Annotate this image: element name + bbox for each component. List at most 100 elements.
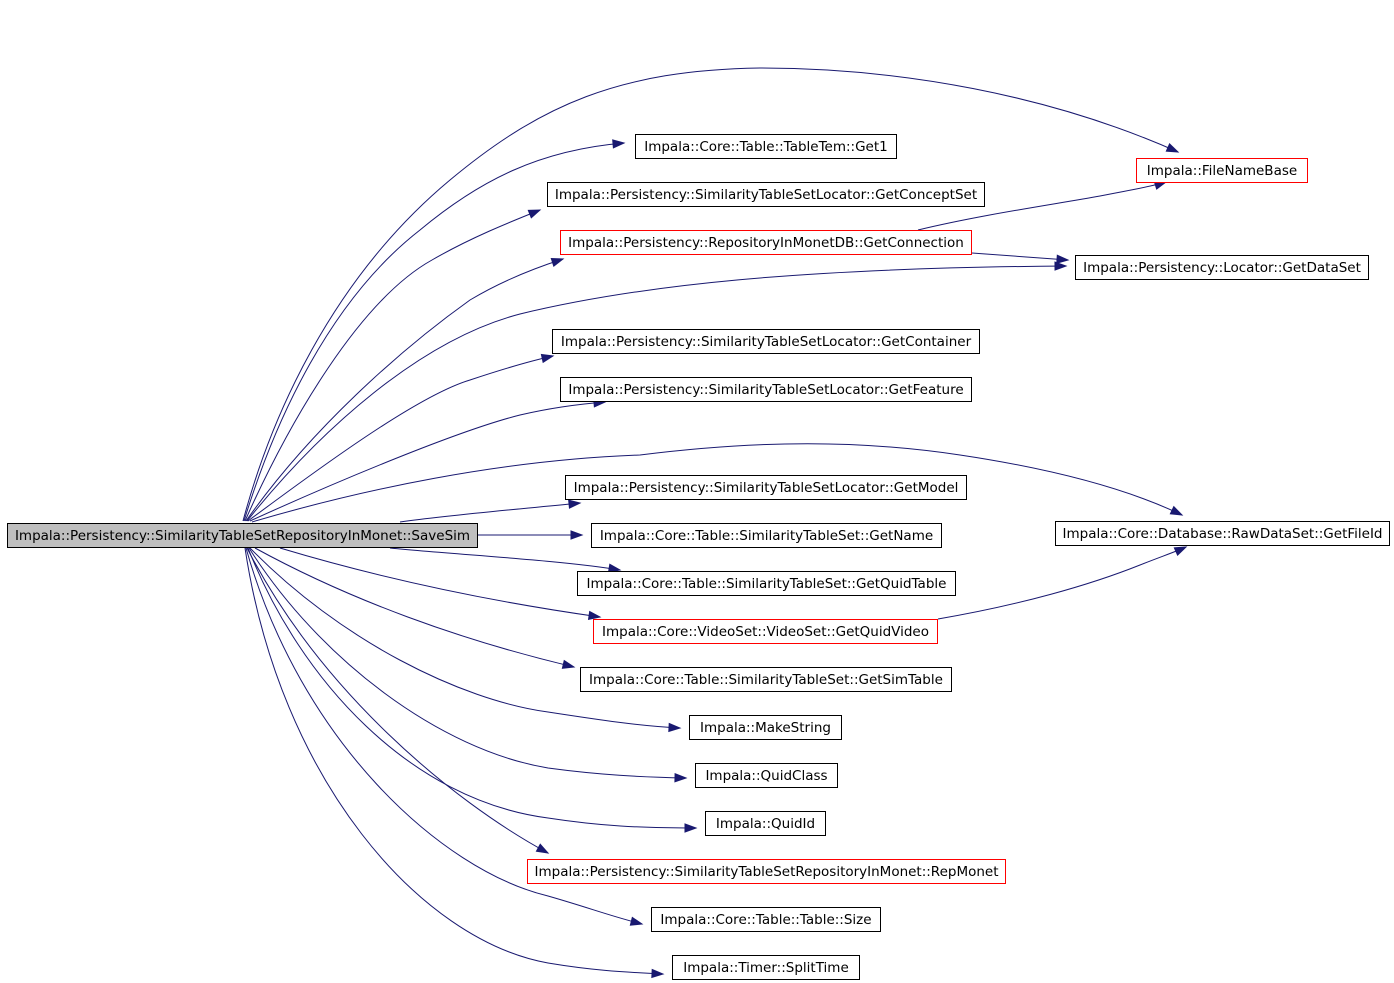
node-getquidtable[interactable]: Impala::Core::Table::SimilarityTableSet:…: [577, 571, 956, 596]
edge-arrowhead: [570, 530, 584, 540]
node-getconnection[interactable]: Impala::Persistency::RepositoryInMonetDB…: [560, 230, 972, 255]
node-getfileid[interactable]: Impala::Core::Database::RawDataSet::GetF…: [1055, 521, 1390, 546]
node-getquidvideo[interactable]: Impala::Core::VideoSet::VideoSet::GetQui…: [593, 619, 938, 644]
edge-arrowhead: [668, 722, 682, 733]
node-box: [1136, 158, 1308, 183]
edge-line: [242, 67, 1179, 522]
edge-line: [917, 181, 1167, 231]
node-getmodel[interactable]: Impala::Persistency::SimilarityTableSetL…: [565, 475, 967, 500]
node-box: [705, 811, 826, 836]
node-label: Impala::FileNameBase: [1147, 163, 1297, 179]
node-box: [672, 955, 860, 980]
call-edges: [242, 67, 1188, 979]
node-box: [7, 523, 478, 548]
edge-arrowhead: [1165, 143, 1180, 153]
edge-line: [937, 546, 1187, 620]
edge-savesim-to-getconnection: [245, 258, 565, 522]
node-label: Impala::Persistency::SimilarityTableSetR…: [15, 528, 470, 544]
edge-getconnection-to-getdataset: [971, 252, 1070, 264]
node-label: Impala::Core::Table::SimilarityTableSet:…: [600, 528, 933, 544]
node-box: [591, 523, 942, 548]
edge-line: [246, 547, 549, 854]
edge-savesim-to-getdataset: [246, 261, 1068, 522]
node-box: [560, 230, 972, 255]
edge-line: [247, 355, 554, 522]
edge-line: [249, 401, 606, 522]
node-box: [560, 377, 972, 402]
edge-line: [254, 547, 575, 668]
node-quidclass[interactable]: Impala::QuidClass: [695, 763, 838, 788]
edge-arrowhead: [527, 209, 542, 219]
edge-line: [244, 547, 664, 975]
node-box: [695, 763, 838, 788]
edge-savesim-to-getconceptset: [244, 209, 542, 522]
edge-savesim-to-getmodel: [399, 499, 582, 523]
node-getcontainer[interactable]: Impala::Persistency::SimilarityTableSetL…: [552, 329, 980, 354]
edge-savesim-to-splittime: [244, 547, 665, 979]
node-getsimtable[interactable]: Impala::Core::Table::SimilarityTableSet:…: [580, 667, 952, 692]
edge-line: [246, 265, 1067, 522]
edge-arrowhead: [1173, 546, 1188, 556]
call-nodes: Impala::Persistency::SimilarityTableSetR…: [7, 134, 1390, 980]
node-label: Impala::Persistency::SimilarityTableSetL…: [568, 382, 963, 398]
node-label: Impala::Timer::SplitTime: [683, 960, 849, 976]
node-getname[interactable]: Impala::Core::Table::SimilarityTableSet:…: [591, 523, 942, 548]
edge-arrowhead: [587, 610, 602, 621]
node-makestring[interactable]: Impala::MakeString: [689, 715, 842, 740]
edge-savesim-to-makestring: [249, 547, 682, 733]
edge-line: [399, 502, 581, 523]
node-getconceptset[interactable]: Impala::Persistency::SimilarityTableSetL…: [547, 182, 985, 207]
edge-arrowhead: [568, 499, 582, 509]
node-quidid[interactable]: Impala::QuidId: [705, 811, 826, 836]
edge-savesim-to-getquidtable: [389, 547, 622, 573]
node-label: Impala::Core::Table::TableTem::Get1: [644, 139, 888, 155]
node-getdataset[interactable]: Impala::Persistency::Locator::GetDataSet: [1075, 255, 1369, 280]
edge-line: [243, 142, 625, 522]
node-box: [1055, 521, 1390, 546]
edge-line: [279, 547, 601, 618]
edge-line: [971, 252, 1069, 261]
edge-line: [245, 258, 564, 522]
node-getfeature[interactable]: Impala::Persistency::SimilarityTableSetL…: [560, 377, 972, 402]
edge-savesim-to-getfeature: [249, 398, 607, 522]
node-savesim: Impala::Persistency::SimilarityTableSetR…: [7, 523, 478, 548]
edge-line: [244, 209, 541, 522]
node-repmonet[interactable]: Impala::Persistency::SimilarityTableSetR…: [527, 859, 1006, 884]
node-label: Impala::Core::VideoSet::VideoSet::GetQui…: [602, 624, 929, 640]
node-box: [593, 619, 938, 644]
node-size[interactable]: Impala::Core::Table::Table::Size: [651, 907, 881, 932]
edge-savesim-to-getsimtable: [254, 547, 576, 669]
edge-line: [247, 547, 697, 829]
node-label: Impala::QuidId: [716, 816, 815, 832]
node-filenamebase[interactable]: Impala::FileNameBase: [1136, 158, 1308, 183]
node-label: Impala::MakeString: [700, 720, 831, 736]
edge-arrowhead: [1054, 261, 1068, 271]
edge-line: [251, 443, 1183, 523]
edge-arrowhead: [674, 773, 688, 783]
node-splittime[interactable]: Impala::Timer::SplitTime: [672, 955, 860, 980]
node-box: [577, 571, 956, 596]
node-box: [689, 715, 842, 740]
edge-savesim-to-quidclass: [248, 547, 688, 783]
edge-line: [249, 547, 681, 729]
edge-line: [245, 547, 643, 925]
edge-arrowhead: [540, 353, 555, 364]
edge-arrowhead: [550, 258, 565, 268]
node-box: [635, 134, 897, 159]
node-get1[interactable]: Impala::Core::Table::TableTem::Get1: [635, 134, 897, 159]
edge-savesim-to-filenamebase: [242, 67, 1180, 522]
edge-savesim-to-getfileid: [251, 443, 1184, 523]
node-label: Impala::Persistency::Locator::GetDataSet: [1083, 260, 1361, 276]
node-box: [547, 182, 985, 207]
node-box: [527, 859, 1006, 884]
node-label: Impala::Core::Table::SimilarityTableSet:…: [587, 576, 947, 592]
node-label: Impala::Core::Database::RawDataSet::GetF…: [1063, 526, 1383, 542]
node-label: Impala::Core::Table::Table::Size: [660, 912, 871, 928]
node-box: [552, 329, 980, 354]
edge-arrowhead: [612, 139, 626, 149]
node-label: Impala::QuidClass: [705, 768, 827, 784]
edge-getquidvideo-to-getfileid: [937, 546, 1188, 620]
edge-savesim-to-quidid: [247, 547, 698, 833]
edge-arrowhead: [684, 823, 698, 833]
